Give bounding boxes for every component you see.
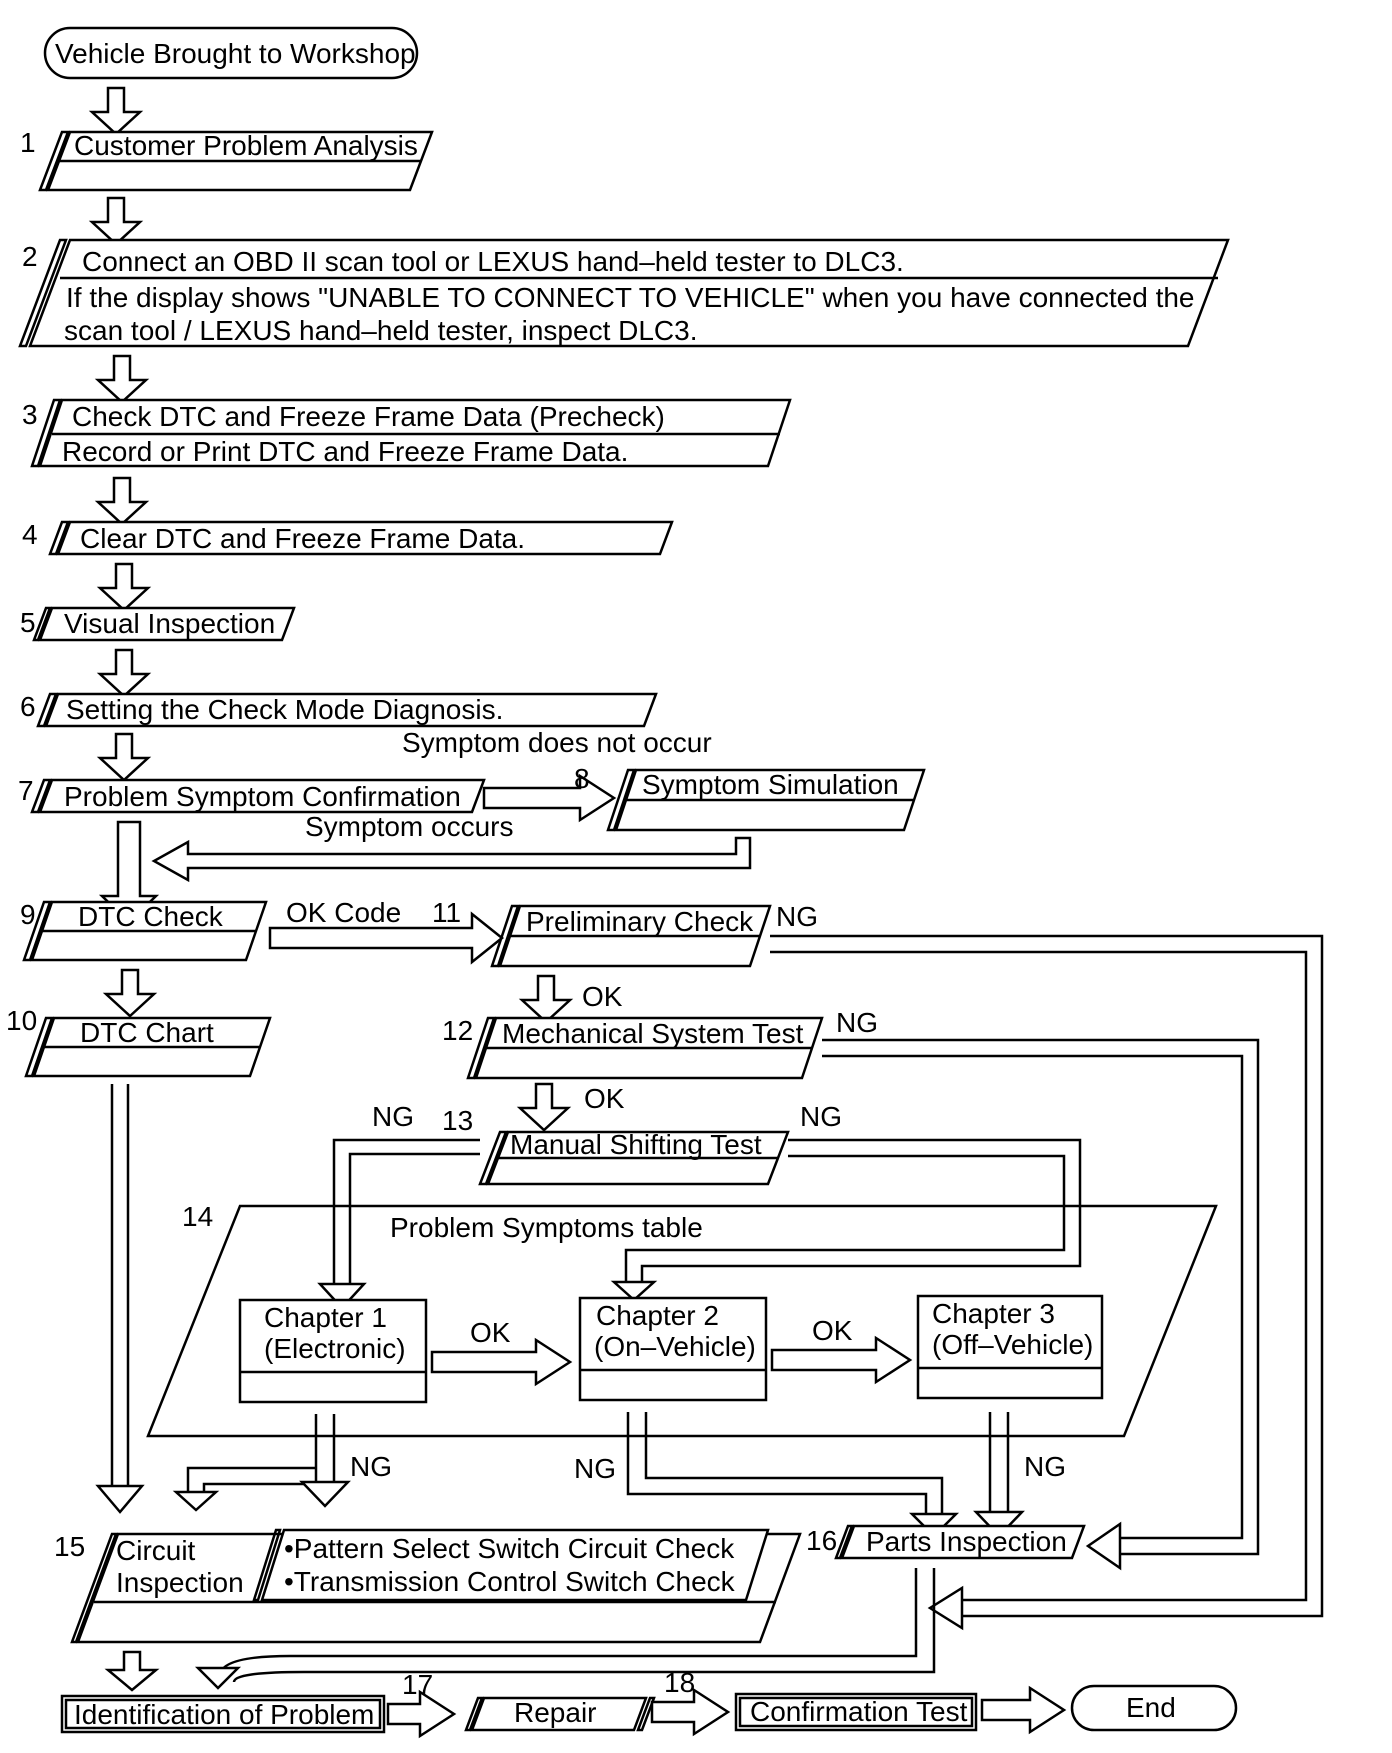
end-terminal [1070, 1684, 1238, 1732]
ok-code-label: OK Code [286, 897, 401, 928]
step-13-ng-right-label: NG [800, 1101, 842, 1132]
step-7-number: 7 [18, 775, 34, 806]
chapter-2-line1: Chapter 2 [596, 1300, 719, 1331]
repair-box [470, 1696, 648, 1732]
step-11-ok-label: OK [582, 981, 623, 1012]
step-2-number: 2 [22, 241, 38, 272]
step-6-label: Setting the Check Mode Diagnosis. [66, 694, 503, 725]
step-11-number: 11 [432, 897, 461, 928]
step-12-number: 12 [442, 1015, 473, 1046]
step-13-label: Manual Shifting Test [510, 1129, 762, 1160]
step-10-number: 10 [6, 1005, 37, 1036]
step-4-label: Clear DTC and Freeze Frame Data. [80, 523, 525, 554]
step-11-ng-label: NG [776, 901, 818, 932]
step-3-box [30, 398, 792, 468]
identification-label: Identification of Problem [74, 1699, 374, 1730]
step-13-ng-left-label: NG [372, 1101, 414, 1132]
chapter-2-ng-label: NG [574, 1453, 616, 1484]
step-12-box [466, 1016, 824, 1080]
step-15-check-2: •Transmission Control Switch Check [284, 1566, 736, 1597]
step-6-box [36, 692, 658, 728]
step-11-label: Preliminary Check [526, 906, 754, 937]
step-15-line2: Inspection [116, 1567, 244, 1598]
step-7-label: Problem Symptom Confirmation [64, 781, 461, 812]
step-16-box [834, 1524, 1086, 1560]
step-2-label: Connect an OBD II scan tool or LEXUS han… [82, 246, 904, 277]
step-13-box [478, 1130, 790, 1186]
start-terminal [43, 26, 419, 80]
step-14-number: 14 [182, 1201, 213, 1232]
chapter-2-box [578, 1296, 768, 1402]
step-8-label: Symptom Simulation [642, 769, 899, 800]
symptom-occurs-label: Symptom occurs [305, 811, 514, 842]
chapter-3-line2: (Off–Vehicle) [932, 1329, 1093, 1360]
step-3-note: Record or Print DTC and Freeze Frame Dat… [62, 436, 628, 467]
step-15-check-1: •Pattern Select Switch Circuit Check [284, 1533, 735, 1564]
step-3-number: 3 [22, 399, 38, 430]
step-4-box [48, 520, 674, 556]
step-13-number: 13 [442, 1105, 473, 1136]
step-10-label: DTC Chart [80, 1017, 214, 1048]
chapter-3-box [916, 1294, 1104, 1400]
repair-label: Repair [514, 1697, 596, 1728]
chapter-3-ng-label: NG [1024, 1451, 1066, 1482]
chapter-1-ok-label: OK [470, 1317, 511, 1348]
step-1-box [38, 130, 434, 192]
step-12-label: Mechanical System Test [502, 1018, 804, 1049]
step-17-number: 17 [402, 1669, 433, 1700]
step-5-number: 5 [20, 607, 36, 638]
step-5-label: Visual Inspection [64, 608, 275, 639]
chapter-2-line2: (On–Vehicle) [594, 1331, 756, 1362]
step-12-ng-label: NG [836, 1007, 878, 1038]
step-5-box [32, 606, 296, 642]
step-16-label: Parts Inspection [866, 1526, 1067, 1557]
step-15-box [70, 1528, 802, 1644]
step-8-number: 8 [574, 763, 590, 794]
step-18-number: 18 [664, 1667, 695, 1698]
step-12-ok-label: OK [584, 1083, 625, 1114]
step-8-box [606, 768, 926, 832]
identification-box [60, 1694, 386, 1734]
step-15-number: 15 [54, 1531, 85, 1562]
step-2-box [18, 238, 1230, 348]
step-1-number: 1 [20, 127, 36, 158]
chapter-3-line1: Chapter 3 [932, 1298, 1055, 1329]
start-label: Vehicle Brought to Workshop [55, 38, 416, 69]
step-1-label: Customer Problem Analysis [74, 130, 418, 161]
step-10-box [24, 1016, 272, 1078]
chapter-1-ng-label: NG [350, 1451, 392, 1482]
step-4-number: 4 [22, 519, 38, 550]
step-16-number: 16 [806, 1525, 837, 1556]
chapter-1-line1: Chapter 1 [264, 1302, 387, 1333]
chapter-1-box [238, 1298, 428, 1404]
end-label: End [1126, 1692, 1176, 1723]
step-6-number: 6 [20, 691, 36, 722]
chapter-1-line2: (Electronic) [264, 1333, 406, 1364]
step-2-note-line1: If the display shows "UNABLE TO CONNECT … [66, 282, 1195, 313]
step-2-note-line2: scan tool / LEXUS hand–held tester, insp… [64, 315, 698, 346]
symptom-not-occur-label: Symptom does not occur [402, 727, 712, 758]
confirmation-box [734, 1692, 978, 1732]
confirmation-label: Confirmation Test [750, 1696, 968, 1727]
step-14-label: Problem Symptoms table [390, 1212, 703, 1243]
step-9-number: 9 [20, 899, 36, 930]
step-11-box [490, 904, 772, 968]
step-9-box [22, 900, 268, 962]
step-9-label: DTC Check [78, 901, 224, 932]
step-7-box [30, 778, 486, 814]
step-3-label: Check DTC and Freeze Frame Data (Prechec… [72, 401, 665, 432]
step-15-line1: Circuit [116, 1535, 196, 1566]
chapter-2-ok-label: OK [812, 1315, 853, 1346]
